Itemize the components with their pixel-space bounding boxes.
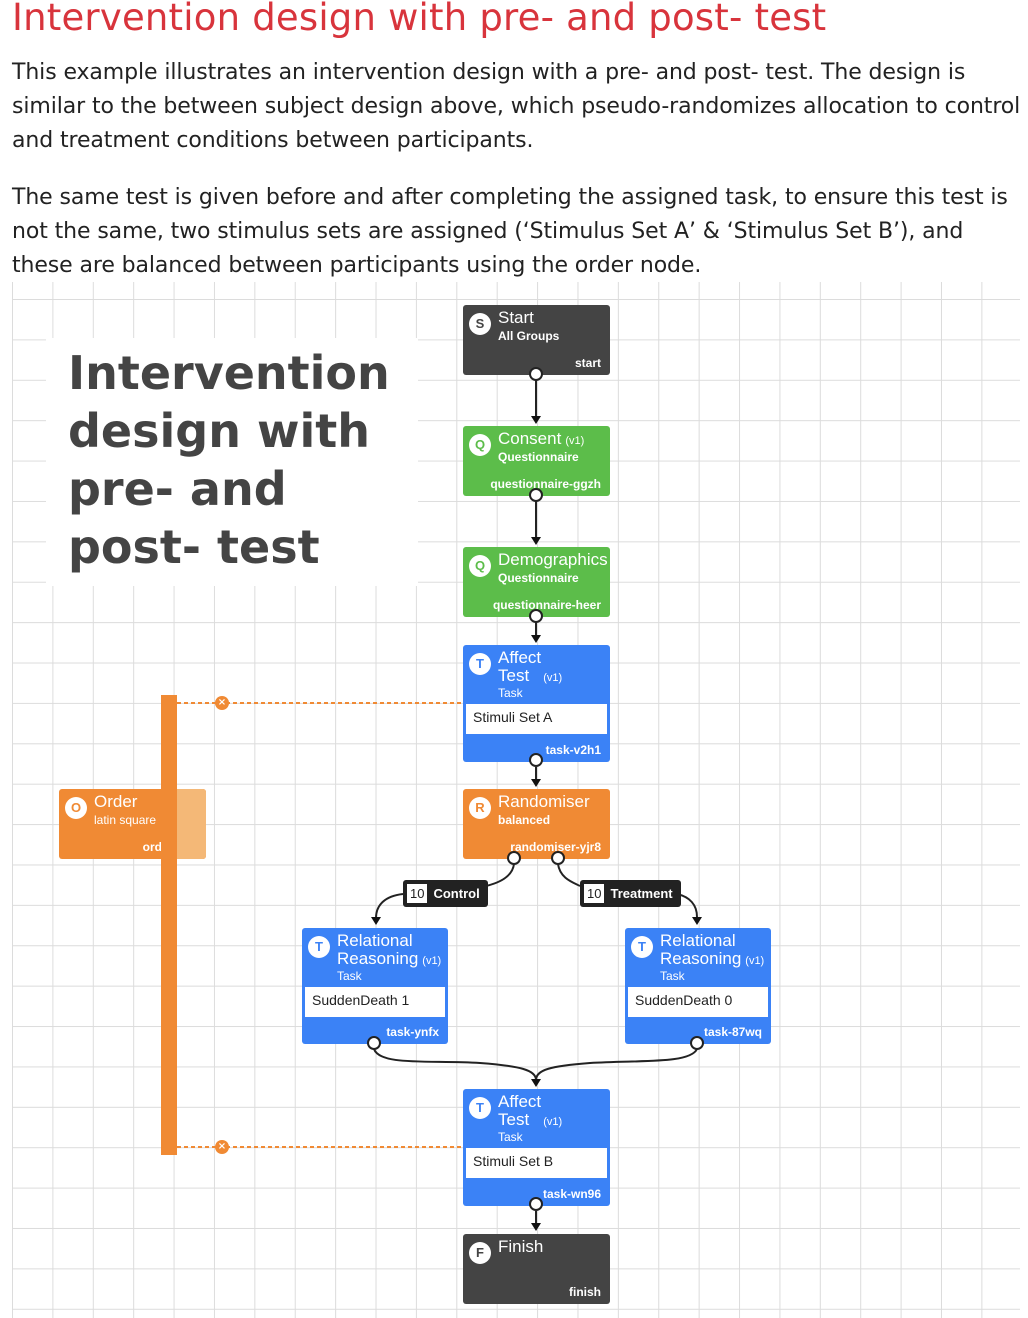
stimuli-field[interactable]: SuddenDeath 1 bbox=[305, 987, 445, 1017]
affect-b-sub: Task bbox=[498, 1130, 523, 1144]
consent-id: questionnaire-ggzh bbox=[490, 477, 601, 491]
relational-reasoning-treatment-node[interactable]: T Relational Reasoning(v1) Task SuddenDe… bbox=[625, 928, 771, 1044]
affect-test-b-node[interactable]: T Affect Test (v1) Task Stimuli Set B tas… bbox=[463, 1089, 610, 1206]
affect-a-name1: Affect bbox=[498, 648, 542, 667]
detail-paragraph: The same test is given before and after … bbox=[12, 185, 1008, 278]
edge-label-control[interactable]: 10 Control bbox=[403, 880, 488, 907]
randomiser-badge-icon: R bbox=[469, 797, 491, 819]
affect-test-a-node[interactable]: T Affect Test (v1) Task Stimuli Set A tas… bbox=[463, 645, 610, 762]
randomiser-sub: balanced bbox=[498, 813, 551, 827]
finish-badge-icon: F bbox=[469, 1242, 491, 1264]
stimuli-field[interactable]: Stimuli Set B bbox=[466, 1148, 607, 1178]
output-port[interactable] bbox=[690, 1036, 704, 1050]
order-name: Order bbox=[94, 792, 138, 811]
order-bar-handle[interactable] bbox=[161, 695, 177, 1155]
edge-label-treatment[interactable]: 10 Treatment bbox=[580, 880, 681, 907]
edge-treatment-affect-b bbox=[535, 1048, 698, 1081]
edge-control-affect-b bbox=[373, 1048, 537, 1081]
finish-id: finish bbox=[569, 1285, 601, 1299]
consent-version: (v1) bbox=[565, 435, 585, 447]
affect-b-title: Test bbox=[498, 1110, 530, 1129]
output-port[interactable] bbox=[529, 753, 543, 767]
control-count: 10 bbox=[407, 884, 428, 903]
rr-treatment-version: (v1) bbox=[745, 955, 765, 967]
rr-treatment-title: Reasoning bbox=[660, 949, 742, 968]
affect-a-version: (v1) bbox=[543, 672, 563, 684]
start-id: start bbox=[574, 356, 601, 370]
stimuli-field[interactable]: SuddenDeath 0 bbox=[628, 987, 768, 1017]
start-badge-icon: S bbox=[469, 313, 491, 335]
intro-paragraph: This example illustrates an intervention… bbox=[12, 60, 1021, 153]
rr-control-version: (v1) bbox=[422, 955, 442, 967]
task-badge-icon: T bbox=[308, 936, 330, 958]
demographics-sub: Questionnaire bbox=[498, 571, 579, 585]
page-title: Intervention design with pre- and post- … bbox=[12, 0, 827, 39]
stimuli-field[interactable]: Stimuli Set A bbox=[466, 704, 607, 734]
rr-control-id: task-ynfx bbox=[386, 1025, 439, 1039]
output-port[interactable] bbox=[529, 609, 543, 623]
output-port[interactable] bbox=[529, 488, 543, 502]
order-badge-icon: O bbox=[65, 797, 87, 819]
output-port-treatment[interactable] bbox=[551, 851, 565, 865]
remove-link-icon[interactable]: × bbox=[215, 696, 229, 710]
demographics-node[interactable]: Q Demographics ( Questionnaire questionn… bbox=[463, 547, 610, 617]
relational-reasoning-control-node[interactable]: T Relational Reasoning(v1) Task SuddenDe… bbox=[302, 928, 448, 1044]
finish-node[interactable]: F Finish finish bbox=[463, 1234, 610, 1304]
affect-a-name2: Test (v1) bbox=[498, 667, 562, 687]
order-sub: latin square bbox=[94, 813, 157, 827]
output-port-control[interactable] bbox=[507, 851, 521, 865]
start-sub: All Groups bbox=[498, 329, 560, 343]
task-badge-icon: T bbox=[469, 1097, 491, 1119]
affect-b-name1: Affect bbox=[498, 1092, 542, 1111]
randomiser-node[interactable]: R Randomiser balanced randomiser-yjr8 bbox=[463, 789, 610, 859]
randomiser-name: Randomiser bbox=[498, 792, 590, 811]
rr-treatment-id: task-87wq bbox=[703, 1025, 762, 1039]
affect-a-sub: Task bbox=[498, 686, 523, 700]
consent-sub: Questionnaire bbox=[498, 450, 579, 464]
rr-control-title: Reasoning bbox=[337, 949, 419, 968]
output-port[interactable] bbox=[529, 367, 543, 381]
remove-link-icon[interactable]: × bbox=[215, 1140, 229, 1154]
output-port[interactable] bbox=[529, 1197, 543, 1211]
consent-title: Consent bbox=[498, 429, 562, 448]
demographics-name: Demographics ( bbox=[498, 550, 610, 569]
questionnaire-badge-icon: Q bbox=[469, 555, 491, 577]
affect-a-id: task-v2h1 bbox=[545, 743, 601, 757]
affect-b-id: task-wn96 bbox=[542, 1187, 601, 1201]
rr-control-name2: Reasoning(v1) bbox=[337, 950, 441, 970]
finish-name: Finish bbox=[498, 1237, 544, 1256]
treatment-count: 10 bbox=[584, 884, 605, 903]
start-node[interactable]: S Start All Groups start bbox=[463, 305, 610, 375]
questionnaire-badge-icon: Q bbox=[469, 434, 491, 456]
affect-b-name2: Test (v1) bbox=[498, 1111, 562, 1131]
consent-node[interactable]: Q Consent(v1) Questionnaire questionnair… bbox=[463, 426, 610, 496]
randomiser-id: randomiser-yjr8 bbox=[510, 840, 601, 854]
rr-treatment-name1: Relational bbox=[660, 931, 736, 950]
order-id: ord bbox=[142, 840, 162, 854]
diagram-heading: Intervention design with pre- and post- … bbox=[46, 338, 418, 586]
order-node-tail bbox=[177, 789, 206, 859]
task-badge-icon: T bbox=[631, 936, 653, 958]
affect-b-version: (v1) bbox=[543, 1116, 563, 1128]
rr-control-sub: Task bbox=[337, 969, 362, 983]
output-port[interactable] bbox=[367, 1036, 381, 1050]
affect-a-title: Test bbox=[498, 666, 530, 685]
control-label: Control bbox=[433, 886, 480, 901]
demographics-id: questionnaire-heer bbox=[492, 598, 601, 612]
rr-control-name1: Relational bbox=[337, 931, 413, 950]
consent-name: Consent(v1) bbox=[498, 430, 584, 450]
rr-treatment-name2: Reasoning(v1) bbox=[660, 950, 764, 970]
task-badge-icon: T bbox=[469, 653, 491, 675]
start-name: Start bbox=[498, 308, 534, 327]
rr-treatment-sub: Task bbox=[660, 969, 685, 983]
treatment-label: Treatment bbox=[610, 886, 673, 901]
order-node[interactable]: O Order latin square ord bbox=[59, 789, 206, 859]
